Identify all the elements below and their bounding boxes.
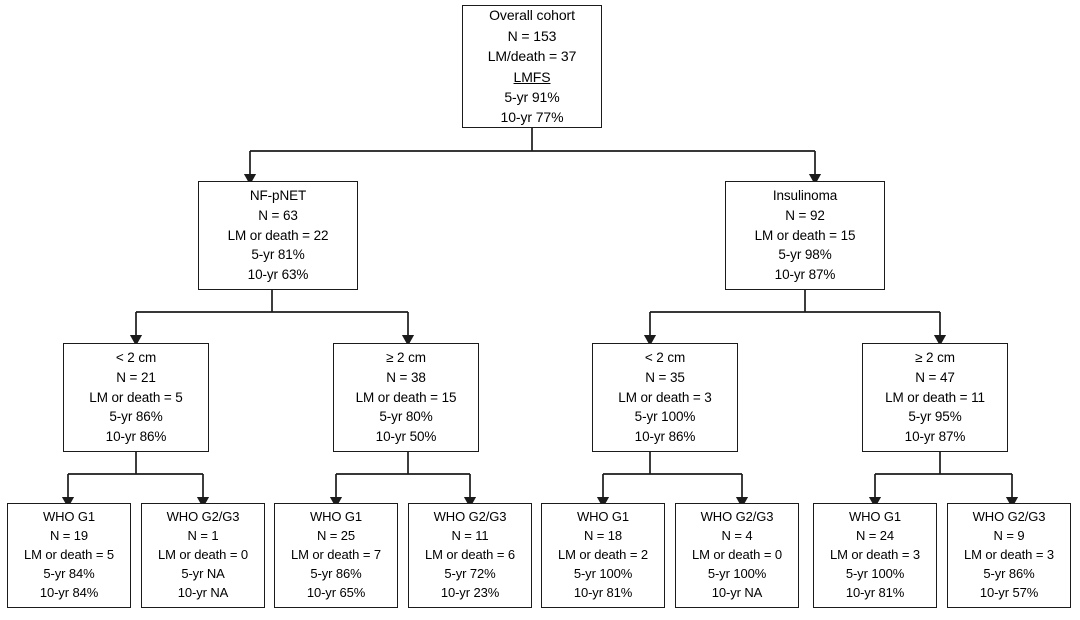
node-line: 5-yr 91%: [504, 88, 560, 105]
node-line: LM or death = 15: [355, 389, 457, 405]
node-line: WHO G1: [309, 509, 363, 525]
node-line: WHO G2/G3: [700, 509, 774, 525]
node-line: N = 63: [258, 207, 298, 223]
node-line: 10-yr 77%: [500, 109, 564, 126]
node-insulinoma-under-2cm-who-g2-g3: WHO G2/G3 N = 4 LM or death = 0 5-yr 100…: [675, 503, 799, 608]
node-insulinoma-2cm-or-more-who-g2-g3: WHO G2/G3 N = 9 LM or death = 3 5-yr 86%…: [947, 503, 1071, 608]
node-nf-pnet: NF-pNET N = 63 LM or death = 22 5-yr 81%…: [198, 181, 358, 290]
node-insulinoma: Insulinoma N = 92 LM or death = 15 5-yr …: [725, 181, 885, 290]
node-line: N = 1: [187, 528, 219, 544]
node-line: WHO G2/G3: [166, 509, 240, 525]
node-line: 5-yr 72%: [444, 565, 496, 581]
node-line: 10-yr 81%: [573, 584, 633, 600]
node-line: 10-yr 87%: [904, 429, 966, 445]
node-line: WHO G1: [42, 509, 96, 525]
node-line: WHO G2/G3: [972, 509, 1046, 525]
node-line: Insulinoma: [772, 188, 838, 204]
node-insulinoma-under-2cm: < 2 cm N = 35 LM or death = 3 5-yr 100% …: [592, 343, 738, 452]
node-line: 5-yr 95%: [908, 409, 962, 425]
node-line: 5-yr 86%: [310, 565, 362, 581]
node-line: N = 11: [451, 528, 489, 544]
node-line: N = 9: [993, 528, 1025, 544]
node-line: 10-yr 23%: [440, 584, 500, 600]
node-line: LM or death = 5: [89, 389, 183, 405]
node-line: N = 21: [116, 369, 156, 385]
node-line: LM or death = 7: [291, 547, 381, 563]
node-overall-cohort: Overall cohort N = 153 LM/death = 37 LMF…: [462, 5, 602, 128]
node-line: WHO G2/G3: [433, 509, 507, 525]
node-nf-pnet-2cm-or-more-who-g2-g3: WHO G2/G3 N = 11 LM or death = 6 5-yr 72…: [408, 503, 532, 608]
node-insulinoma-under-2cm-who-g1: WHO G1 N = 18 LM or death = 2 5-yr 100% …: [541, 503, 665, 608]
node-line: 5-yr NA: [181, 565, 225, 581]
node-line: N = 4: [721, 528, 753, 544]
node-line: LM or death = 15: [754, 227, 856, 243]
node-nf-pnet-2cm-or-more-who-g1: WHO G1 N = 25 LM or death = 7 5-yr 86% 1…: [274, 503, 398, 608]
node-line: N = 35: [645, 369, 685, 385]
node-line: < 2 cm: [644, 350, 686, 366]
node-nf-pnet-under-2cm: < 2 cm N = 21 LM or death = 5 5-yr 86% 1…: [63, 343, 209, 452]
node-line: 5-yr 81%: [251, 247, 305, 263]
node-line: N = 24: [855, 528, 895, 544]
node-nf-pnet-2cm-or-more: ≥ 2 cm N = 38 LM or death = 15 5-yr 80% …: [333, 343, 479, 452]
node-line: 10-yr 84%: [39, 584, 99, 600]
node-line: 5-yr 84%: [43, 565, 95, 581]
node-line: LM/death = 37: [487, 48, 577, 65]
node-line: 5-yr 100%: [845, 565, 905, 581]
node-insulinoma-2cm-or-more: ≥ 2 cm N = 47 LM or death = 11 5-yr 95% …: [862, 343, 1008, 452]
node-nf-pnet-under-2cm-who-g2-g3: WHO G2/G3 N = 1 LM or death = 0 5-yr NA …: [141, 503, 265, 608]
node-line: NF-pNET: [249, 188, 307, 204]
node-line: 5-yr 98%: [778, 247, 832, 263]
node-line: LM or death = 3: [830, 547, 920, 563]
node-line: 10-yr 81%: [845, 584, 905, 600]
node-line: 5-yr 80%: [379, 409, 433, 425]
node-line: Overall cohort: [489, 7, 575, 24]
node-line: 10-yr 50%: [375, 429, 437, 445]
node-line: LM or death = 2: [558, 547, 648, 563]
node-line: 5-yr 86%: [983, 565, 1035, 581]
node-line: LM or death = 3: [618, 389, 712, 405]
node-line: N = 92: [785, 207, 825, 223]
node-line: WHO G1: [848, 509, 902, 525]
node-line: 10-yr NA: [177, 584, 229, 600]
node-line: LM or death = 0: [158, 547, 248, 563]
node-line: 5-yr 86%: [109, 409, 163, 425]
node-line: N = 18: [583, 528, 623, 544]
node-line: 10-yr 63%: [247, 267, 309, 283]
node-line: LM or death = 3: [964, 547, 1054, 563]
node-line: LM or death = 11: [885, 389, 985, 405]
node-insulinoma-2cm-or-more-who-g1: WHO G1 N = 24 LM or death = 3 5-yr 100% …: [813, 503, 937, 608]
node-line: N = 38: [386, 369, 426, 385]
node-line: 10-yr 65%: [306, 584, 366, 600]
node-line-lmfs: LMFS: [513, 68, 551, 85]
node-line: 10-yr 87%: [774, 267, 836, 283]
node-line: 10-yr NA: [711, 584, 763, 600]
node-line: ≥ 2 cm: [915, 350, 955, 366]
node-line: ≥ 2 cm: [386, 350, 426, 366]
node-line: 10-yr 86%: [105, 429, 167, 445]
node-line: 5-yr 100%: [707, 565, 767, 581]
node-line: 10-yr 86%: [634, 429, 696, 445]
node-nf-pnet-under-2cm-who-g1: WHO G1 N = 19 LM or death = 5 5-yr 84% 1…: [7, 503, 131, 608]
node-line: LM or death = 5: [24, 547, 114, 563]
node-line: 5-yr 100%: [634, 409, 696, 425]
node-line: LM or death = 22: [227, 227, 329, 243]
node-line: N = 19: [49, 528, 89, 544]
node-line: N = 47: [915, 369, 955, 385]
node-line: N = 153: [507, 27, 557, 44]
node-line: 5-yr 100%: [573, 565, 633, 581]
node-line: WHO G1: [576, 509, 630, 525]
node-line: N = 25: [316, 528, 356, 544]
node-line: 10-yr 57%: [979, 584, 1039, 600]
node-line: < 2 cm: [115, 350, 157, 366]
node-line: LM or death = 0: [692, 547, 782, 563]
node-line: LM or death = 6: [425, 547, 515, 563]
